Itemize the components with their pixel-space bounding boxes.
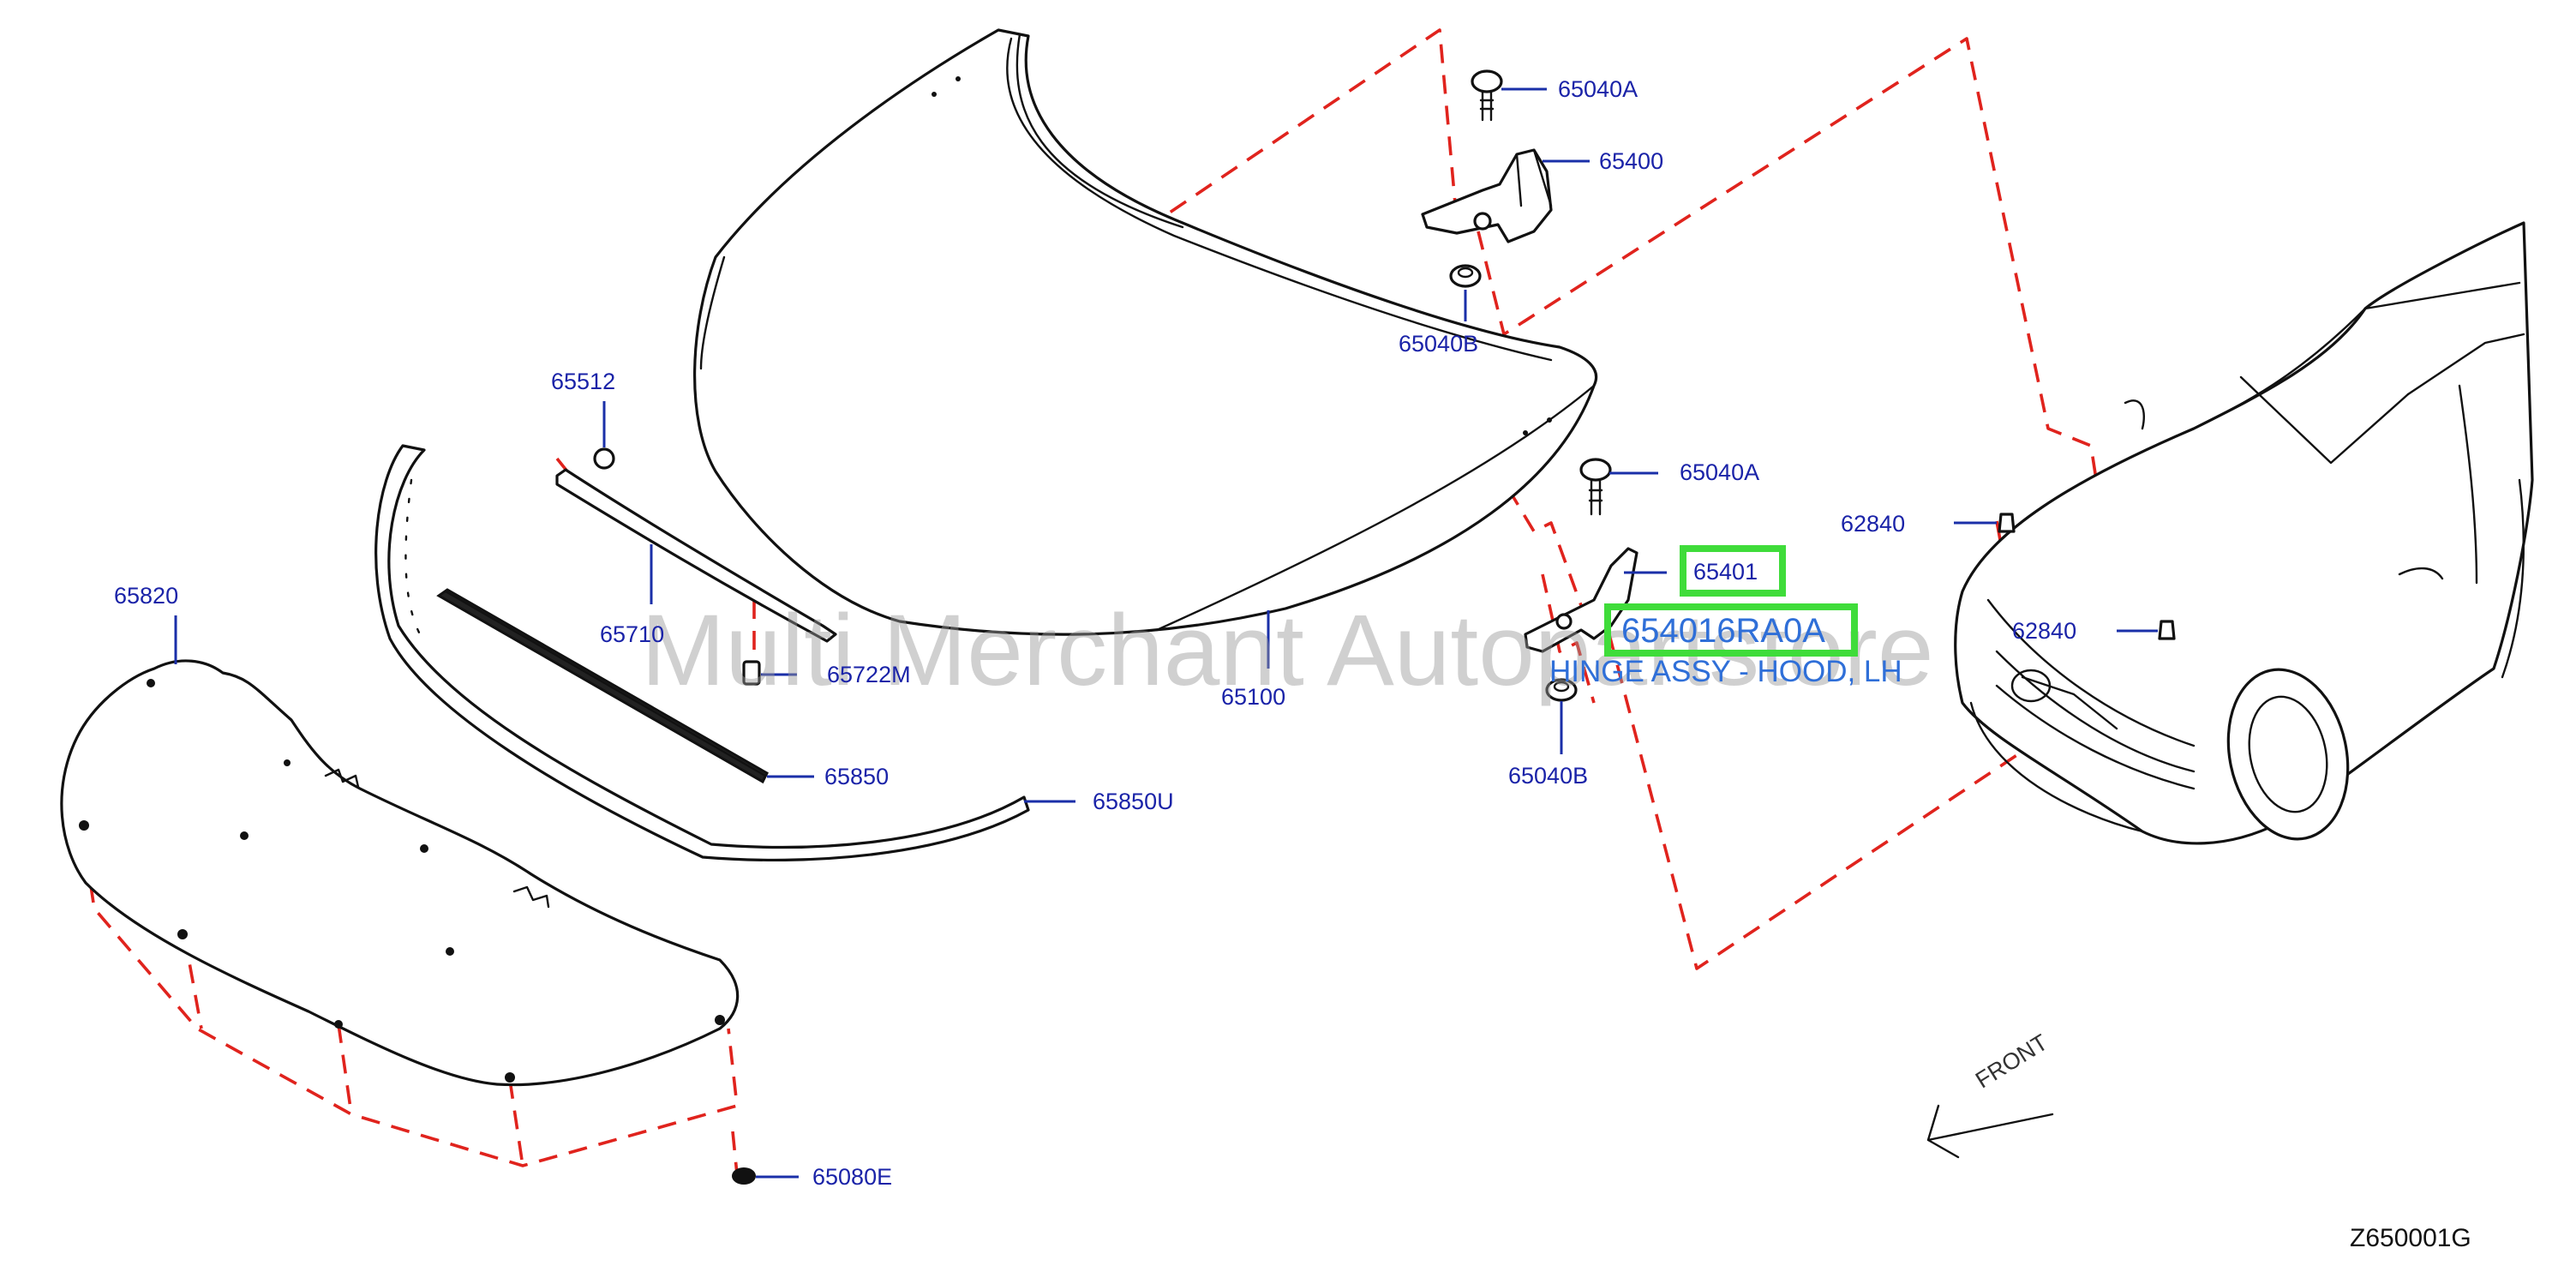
hood-panel: [692, 28, 1598, 636]
hinge-rh: [1421, 148, 1553, 243]
highlight-box-part-number: [1604, 603, 1858, 657]
label-65850[interactable]: 65850: [824, 764, 890, 789]
label-65100[interactable]: 65100: [1221, 684, 1286, 710]
label-65040b-top[interactable]: 65040B: [1399, 331, 1479, 357]
diagram-code: Z650001G: [2350, 1224, 2471, 1252]
label-65080e[interactable]: 65080E: [812, 1164, 893, 1190]
vehicle-outline: [1954, 221, 2534, 845]
bolt-65040a-top: [1471, 69, 1503, 122]
highlight-box-65401: [1680, 545, 1786, 597]
front-arrow-icon: [1926, 1104, 2054, 1159]
label-65722m[interactable]: 65722M: [827, 662, 911, 687]
clip-65080e: [732, 1167, 756, 1185]
label-65401[interactable]: 65401: [1693, 559, 1758, 585]
highlighted-part-description: HINGE ASSY - HOOD, LH: [1549, 655, 1902, 688]
label-65040a-mid[interactable]: 65040A: [1680, 459, 1760, 485]
hood-bumper-62840: [1998, 513, 2176, 640]
label-62840-a[interactable]: 62840: [1841, 511, 1906, 537]
highlighted-part-number[interactable]: 654016RA0A: [1621, 612, 1825, 650]
hood-insulator-65820: [60, 659, 740, 1087]
label-65400[interactable]: 65400: [1599, 148, 1664, 174]
label-65040a-top[interactable]: 65040A: [1558, 76, 1638, 102]
hood-rod-65710: [555, 447, 837, 686]
seal-65850u: [374, 444, 1030, 861]
label-65820[interactable]: 65820: [114, 583, 179, 609]
label-62840-b[interactable]: 62840: [2012, 618, 2077, 644]
label-65512[interactable]: 65512: [551, 369, 616, 394]
label-65710[interactable]: 65710: [600, 621, 665, 647]
label-65850u[interactable]: 65850U: [1093, 789, 1174, 814]
label-65040b-bot[interactable]: 65040B: [1508, 763, 1589, 789]
seal-65850: [436, 588, 769, 784]
nut-65040b-top: [1449, 264, 1482, 288]
nut-65040b-bot: [1545, 678, 1578, 702]
leader-lines: [174, 87, 2158, 1179]
bolt-65040a-mid: [1579, 458, 1612, 516]
